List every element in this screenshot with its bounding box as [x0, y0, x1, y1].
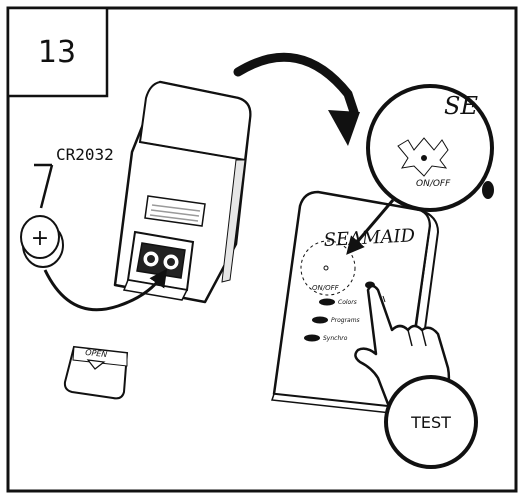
colors-button[interactable] — [319, 298, 335, 306]
function-buttons: Colors Programs Synchro — [304, 298, 360, 342]
step-number: 13 — [38, 35, 76, 70]
battery-coin: CR2032 + — [20, 145, 114, 268]
zoom-side-button — [482, 181, 494, 199]
label-plate — [144, 195, 206, 227]
power-indicator — [323, 265, 329, 271]
onoff-label: ON/OFF — [312, 284, 340, 292]
battery-compartment — [122, 230, 195, 301]
remote-back-illustration — [43, 80, 252, 312]
colors-label: Colors — [338, 299, 357, 306]
battery-door: OPEN — [63, 345, 129, 400]
power-highlight-ring — [300, 240, 356, 296]
synchro-label: Synchro — [323, 335, 348, 342]
test-callout: TEST — [384, 375, 478, 469]
door-label: OPEN — [85, 348, 108, 359]
zoom-onoff-label: ON/OFF — [416, 179, 451, 189]
zoom-pointer-arrow — [346, 199, 395, 255]
step-number-box: 13 — [6, 6, 109, 98]
battery-label: CR2032 — [56, 145, 114, 164]
insert-arrow — [43, 268, 168, 312]
brand-zoom: SE — [444, 92, 478, 120]
zoom-magnifier: SE ON/OFF — [366, 84, 494, 212]
synchro-button[interactable] — [304, 334, 320, 342]
flip-arrow — [233, 52, 360, 146]
zoom-power-dot — [421, 155, 427, 161]
test-label: TEST — [410, 413, 451, 432]
programs-label: Programs — [331, 317, 360, 324]
plus-symbol: + — [31, 226, 49, 251]
programs-button[interactable] — [312, 316, 328, 324]
